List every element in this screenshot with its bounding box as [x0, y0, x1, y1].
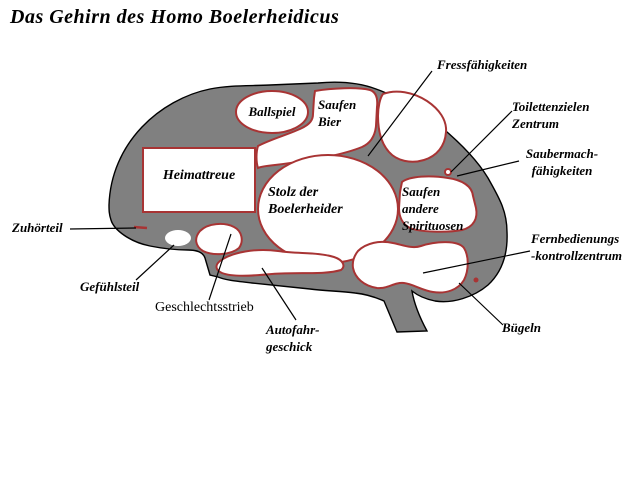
region-fernbedienungs-kontrollzentrum — [351, 240, 469, 294]
toilettenzielen-target-dot — [444, 168, 452, 176]
leader-line-saubermach — [456, 160, 520, 177]
label-heimattreue: Heimattreue — [162, 168, 236, 183]
label-toilettenzielen-zentrum: Toilettenzielen Zentrum — [512, 99, 590, 131]
diagram-title: Das Gehirn des Homo Boelerheidicus — [10, 6, 340, 28]
leader-line-zuhoerteil — [69, 227, 137, 230]
region-autofahr-geschick — [215, 249, 345, 277]
label-gefuehlsteil: Gefühlsteil — [80, 279, 140, 294]
label-geschlechtsstrieb: Geschlechtsstrieb — [155, 300, 254, 315]
leader-line-toilettenzielen — [450, 110, 513, 173]
region-fressfaehigkeiten — [376, 90, 448, 163]
region-ballspiel — [235, 90, 309, 134]
region-saufen-bier — [255, 87, 379, 170]
label-zuhoerteil: Zuhörteil — [12, 220, 63, 235]
label-saubermach-faehigkeiten: Saubermach- fähigkeiten — [525, 146, 599, 178]
region-geschlechtsstrieb — [195, 222, 243, 256]
region-saufen-andere-spirituosen — [397, 175, 478, 233]
label-autofahr-geschick: Autofahr- geschick — [266, 322, 320, 354]
leader-line-fernbedienung — [422, 250, 531, 274]
leader-line-fressfaehigkeiten — [367, 70, 433, 157]
label-saufen-andere-spirituosen: Saufen andere Spirituosen — [402, 184, 464, 233]
label-buegeln: Bügeln — [502, 320, 542, 335]
region-heimattreue — [142, 147, 256, 213]
leader-line-buegeln — [458, 282, 504, 326]
label-fressfaehigkeiten: Fressfähigkeiten — [437, 57, 528, 72]
leader-line-geschlechtsstrieb — [208, 233, 232, 301]
region-gefuehlsteil — [165, 230, 191, 246]
label-stolz-der-boelerheider: Stolz der Boelerheider — [268, 185, 343, 217]
buegeln-target-dot — [473, 277, 479, 283]
label-ballspiel: Ballspiel — [248, 104, 296, 119]
leader-line-gefuehlsteil — [135, 244, 175, 281]
zuhoerteil-target-dash — [133, 225, 148, 230]
label-saufen-bier: Saufen Bier — [318, 97, 357, 129]
leader-line-autofahr — [261, 267, 297, 321]
label-fernbedienungs-kontrollzentrum: Fernbedienungs -kontrollzentrum — [531, 231, 623, 263]
